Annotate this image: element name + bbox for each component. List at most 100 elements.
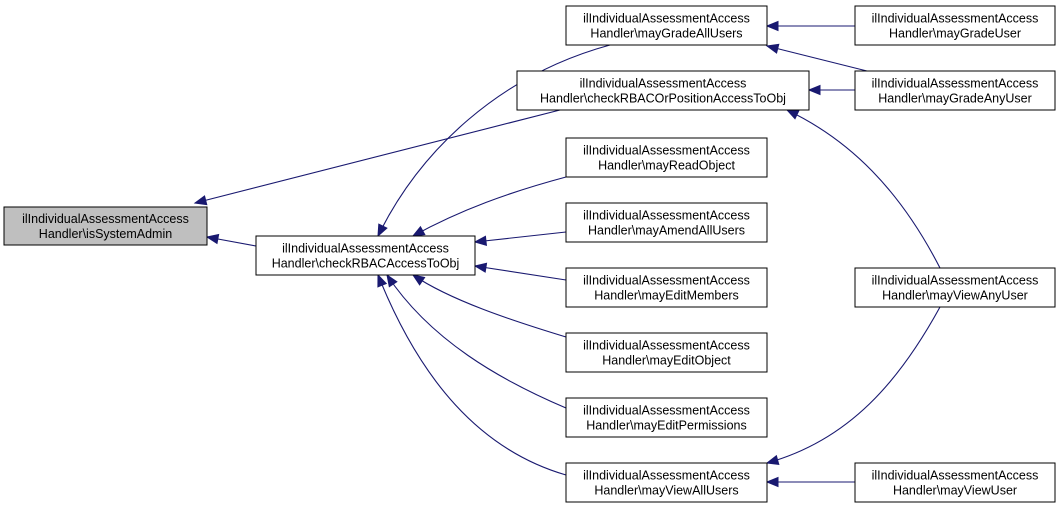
edge-mayGradeAnyUser-to-checkRBACOrPositionAccessToObj <box>807 84 855 96</box>
edge-checkRBACOrPositionAccessToObj-to-isSystemAdmin <box>193 109 561 206</box>
edge-mayAmendAllUsers-to-checkRBACAccessToObj <box>473 231 567 246</box>
node-label-line1: ilIndividualAssessmentAccess <box>583 144 750 158</box>
edge-line <box>377 274 567 476</box>
node-layer: ilIndividualAssessmentAccessHandler\isSy… <box>3 5 1056 503</box>
node-box <box>854 5 1056 46</box>
node-mayEditObject[interactable]: ilIndividualAssessmentAccessHandler\mayE… <box>565 332 768 373</box>
node-label-line2: Handler\mayGradeUser <box>889 27 1021 41</box>
node-label-line1: ilIndividualAssessmentAccess <box>22 212 189 226</box>
node-label-line1: ilIndividualAssessmentAccess <box>583 404 750 418</box>
arrowhead <box>411 274 426 286</box>
arrowhead <box>377 273 388 288</box>
node-label-line2: Handler\mayViewAnyUser <box>882 289 1028 303</box>
node-label-line1: ilIndividualAssessmentAccess <box>282 242 449 256</box>
node-box <box>854 462 1056 503</box>
node-checkRBACAccessToObj[interactable]: ilIndividualAssessmentAccessHandler\chec… <box>255 235 476 276</box>
arrowhead <box>411 225 426 237</box>
node-mayGradeAnyUser[interactable]: ilIndividualAssessmentAccessHandler\mayG… <box>854 70 1056 111</box>
node-isSystemAdmin[interactable]: ilIndividualAssessmentAccessHandler\isSy… <box>3 206 208 246</box>
node-box <box>565 462 768 503</box>
node-label-line2: Handler\checkRBACAccessToObj <box>272 257 460 271</box>
edge-line <box>786 109 941 269</box>
node-label-line2: Handler\mayEditMembers <box>594 289 739 303</box>
node-label-line2: Handler\mayViewAllUsers <box>594 484 738 498</box>
node-label-line2: Handler\mayEditPermissions <box>586 419 746 433</box>
arrowhead <box>473 235 488 246</box>
edge-line <box>412 274 567 338</box>
edge-checkRBACAccessToObj-to-isSystemAdmin <box>205 233 257 247</box>
node-box <box>565 202 768 243</box>
arrowhead <box>193 195 208 206</box>
edge-mayViewAllUsers-to-checkRBACAccessToObj <box>377 273 567 476</box>
arrowhead <box>386 273 398 288</box>
node-mayGradeUser[interactable]: ilIndividualAssessmentAccessHandler\mayG… <box>854 5 1056 46</box>
edge-line <box>474 231 567 243</box>
edge-line <box>377 44 611 237</box>
edge-mayEditObject-to-checkRBACAccessToObj <box>411 274 567 338</box>
node-box <box>565 137 768 178</box>
arrowhead <box>765 476 779 488</box>
edge-mayEditPermissions-to-checkRBACAccessToObj <box>386 273 567 409</box>
arrowhead <box>765 454 780 465</box>
node-label-line1: ilIndividualAssessmentAccess <box>872 12 1039 26</box>
arrowhead <box>765 20 779 32</box>
edge-mayGradeAllUsers-to-checkRBACAccessToObj <box>377 44 611 238</box>
node-box <box>565 397 768 438</box>
edge-line <box>386 274 567 409</box>
node-box <box>565 332 768 373</box>
node-label-line1: ilIndividualAssessmentAccess <box>583 339 750 353</box>
node-mayAmendAllUsers[interactable]: ilIndividualAssessmentAccessHandler\mayA… <box>565 202 768 243</box>
node-label-line1: ilIndividualAssessmentAccess <box>583 274 750 288</box>
node-label-line1: ilIndividualAssessmentAccess <box>580 77 747 91</box>
arrowhead <box>377 223 388 238</box>
edge-line <box>474 265 567 281</box>
node-mayViewUser[interactable]: ilIndividualAssessmentAccessHandler\mayV… <box>854 462 1056 503</box>
arrowhead <box>785 109 800 120</box>
node-label-line1: ilIndividualAssessmentAccess <box>872 469 1039 483</box>
edge-mayViewAnyUser-to-checkRBACOrPositionAccessToObj <box>785 109 941 269</box>
edge-mayEditMembers-to-checkRBACAccessToObj <box>473 262 567 281</box>
edge-line <box>194 109 561 204</box>
node-label-line1: ilIndividualAssessmentAccess <box>583 12 750 26</box>
node-mayEditPermissions[interactable]: ilIndividualAssessmentAccessHandler\mayE… <box>565 397 768 438</box>
node-mayEditMembers[interactable]: ilIndividualAssessmentAccessHandler\mayE… <box>565 267 768 308</box>
node-box <box>3 206 208 246</box>
edge-layer <box>193 20 941 488</box>
arrowhead <box>473 262 488 273</box>
edge-mayViewAnyUser-to-mayViewAllUsers <box>765 306 941 465</box>
node-box <box>565 5 768 46</box>
arrowhead <box>205 233 220 245</box>
node-box <box>854 267 1056 308</box>
node-label-line2: Handler\mayEditObject <box>602 354 731 368</box>
node-label-line1: ilIndividualAssessmentAccess <box>583 469 750 483</box>
node-mayGradeAllUsers[interactable]: ilIndividualAssessmentAccessHandler\mayG… <box>565 5 768 46</box>
edge-mayViewUser-to-mayViewAllUsers <box>765 476 855 488</box>
edge-mayGradeAnyUser-to-mayGradeAllUsers <box>765 43 868 72</box>
node-box <box>565 267 768 308</box>
arrowhead <box>807 84 821 96</box>
node-mayViewAllUsers[interactable]: ilIndividualAssessmentAccessHandler\mayV… <box>565 462 768 503</box>
node-mayReadObject[interactable]: ilIndividualAssessmentAccessHandler\mayR… <box>565 137 768 178</box>
node-checkRBACOrPositionAccessToObj[interactable]: ilIndividualAssessmentAccessHandler\chec… <box>516 70 810 111</box>
edge-mayGradeUser-to-mayGradeAllUsers <box>765 20 855 32</box>
node-mayViewAnyUser[interactable]: ilIndividualAssessmentAccessHandler\mayV… <box>854 267 1056 308</box>
edge-mayReadObject-to-checkRBACAccessToObj <box>411 176 567 237</box>
node-label-line1: ilIndividualAssessmentAccess <box>583 209 750 223</box>
arrowhead <box>765 43 780 54</box>
node-label-line2: Handler\isSystemAdmin <box>39 227 172 241</box>
node-label-line2: Handler\mayGradeAllUsers <box>590 27 742 41</box>
node-label-line1: ilIndividualAssessmentAccess <box>872 274 1039 288</box>
edge-line <box>412 176 567 237</box>
node-box <box>255 235 476 276</box>
node-label-line2: Handler\checkRBACOrPositionAccessToObj <box>540 92 786 106</box>
node-box <box>516 70 810 111</box>
node-box <box>854 70 1056 111</box>
node-label-line2: Handler\mayViewUser <box>893 484 1017 498</box>
node-label-line1: ilIndividualAssessmentAccess <box>872 77 1039 91</box>
node-label-line2: Handler\mayGradeAnyUser <box>878 92 1032 106</box>
node-label-line2: Handler\mayAmendAllUsers <box>588 224 745 238</box>
edge-line <box>766 45 868 72</box>
edge-line <box>766 306 941 464</box>
node-label-line2: Handler\mayReadObject <box>598 159 735 173</box>
